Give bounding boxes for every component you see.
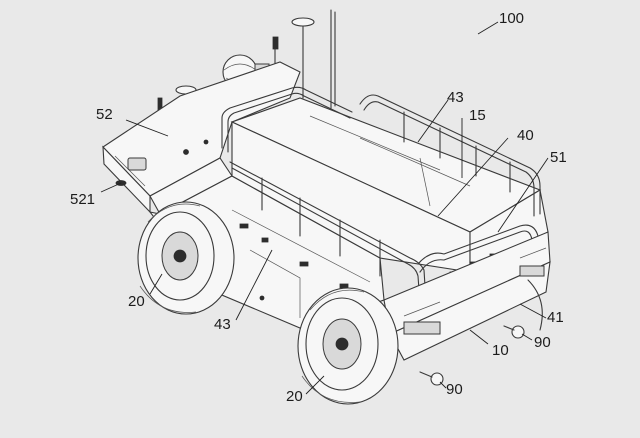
label-tow-hook-lower: 90 [446,381,463,398]
label-chassis: 10 [492,342,509,359]
label-front-wheel: 20 [128,293,145,310]
rear-right-wheel-hint [527,279,543,331]
label-rear-bumper: 41 [547,309,564,326]
label-cargo-box: 40 [517,127,534,144]
label-rear-panel: 51 [550,149,567,166]
front-wheel [137,201,235,315]
label-cargo-frame-top: 43 [447,89,464,106]
label-front-panel: 52 [96,106,113,123]
front-body [102,61,301,215]
label-side-frame: 43 [214,316,231,333]
rear-chassis [383,231,551,361]
label-assembly: 100 [499,10,525,27]
label-front-light: 521 [70,191,96,208]
label-tow-hook-upper: 90 [534,334,551,351]
label-rear-wheel: 20 [286,388,303,405]
rear-wheel [297,287,399,405]
label-cargo-bed: 15 [469,107,486,124]
leader-lines [100,21,549,395]
